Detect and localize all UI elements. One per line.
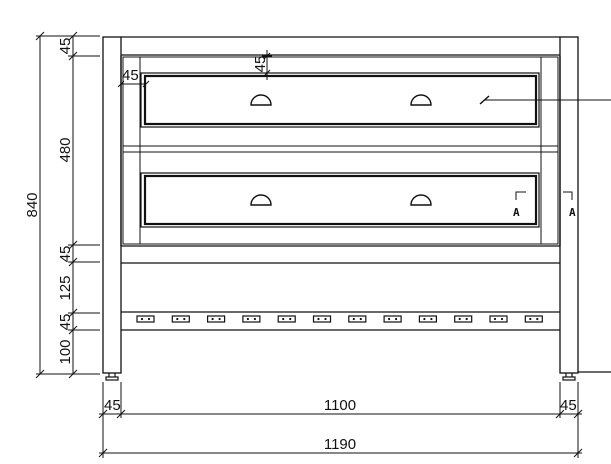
- drawer-bottom: [140, 172, 540, 228]
- vent-dot: [317, 317, 320, 321]
- left-leg: [102, 36, 122, 374]
- vertical-dimension-chain: [35, 31, 100, 379]
- dim-bottom-rail: 45: [57, 314, 74, 331]
- drawer-handles: [250, 94, 432, 206]
- vent-dot: [359, 317, 362, 321]
- leveling-feet: [105, 371, 611, 381]
- vent-dot: [147, 317, 151, 321]
- vent-dot: [289, 317, 292, 321]
- inner-offset-dimensions: [117, 50, 272, 88]
- vent-dot: [176, 317, 179, 321]
- vent-dot: [395, 317, 398, 321]
- handle-icon: [410, 94, 432, 106]
- right-leg: [559, 36, 579, 374]
- vent-slot: [524, 315, 543, 323]
- vent-dot: [465, 317, 468, 321]
- vent-dot: [423, 317, 426, 321]
- dim-top-rail: 45: [57, 38, 74, 55]
- cabinet-body: [102, 36, 579, 374]
- drawer-top: [140, 72, 540, 128]
- dim-overall-height: 840: [24, 192, 41, 217]
- vent-dot: [253, 317, 256, 321]
- handle-icon: [250, 194, 272, 206]
- apron-vents: [136, 315, 543, 323]
- vent-slot: [207, 315, 226, 323]
- vent-dot: [282, 317, 285, 321]
- dim-left-leg-width: 45: [104, 397, 121, 414]
- vent-dot: [536, 317, 539, 321]
- vent-dot: [246, 317, 249, 321]
- handle-icon: [250, 94, 272, 106]
- vent-slot: [454, 315, 473, 323]
- dim-drawers-height: 480: [57, 137, 74, 162]
- vent-slot: [171, 315, 190, 323]
- vent-slot: [312, 315, 332, 323]
- vent-dot: [324, 317, 327, 321]
- vent-dot: [352, 317, 355, 321]
- vent-dot: [500, 317, 504, 321]
- vent-slot: [136, 315, 155, 323]
- dim-mid-rail: 45: [57, 246, 74, 263]
- vent-slot: [348, 315, 367, 323]
- handle-icon: [410, 194, 432, 206]
- section-marks: [515, 191, 573, 200]
- dim-drawer-side-offset: 45: [122, 67, 139, 84]
- section-mark-a-left: A: [513, 206, 520, 219]
- dim-drawer-top-offset: 45: [252, 56, 269, 73]
- vent-dot: [140, 317, 144, 321]
- dim-overall-width: 1190: [324, 436, 356, 453]
- leader-line: [479, 95, 611, 105]
- vent-slot: [242, 315, 261, 323]
- section-mark-a-right: A: [569, 206, 576, 219]
- vent-dot: [388, 317, 391, 321]
- dim-inner-span: 1100: [324, 397, 356, 414]
- vent-slot: [489, 315, 508, 323]
- vent-dot: [493, 317, 497, 321]
- drawer-case-frame: [122, 56, 559, 245]
- dim-right-leg-width: 45: [560, 397, 577, 414]
- vent-dot: [218, 317, 221, 321]
- vent-slot: [418, 315, 437, 323]
- dim-leg-clearance: 100: [57, 339, 74, 364]
- vent-dot: [183, 317, 186, 321]
- vent-dot: [430, 317, 433, 321]
- vent-dot: [211, 317, 214, 321]
- vent-slot: [277, 315, 296, 323]
- vent-dot: [458, 317, 461, 321]
- vent-slot: [383, 315, 402, 323]
- horizontal-dimension-chain: [98, 382, 583, 458]
- dim-apron: 125: [57, 275, 74, 300]
- vent-dot: [529, 317, 532, 321]
